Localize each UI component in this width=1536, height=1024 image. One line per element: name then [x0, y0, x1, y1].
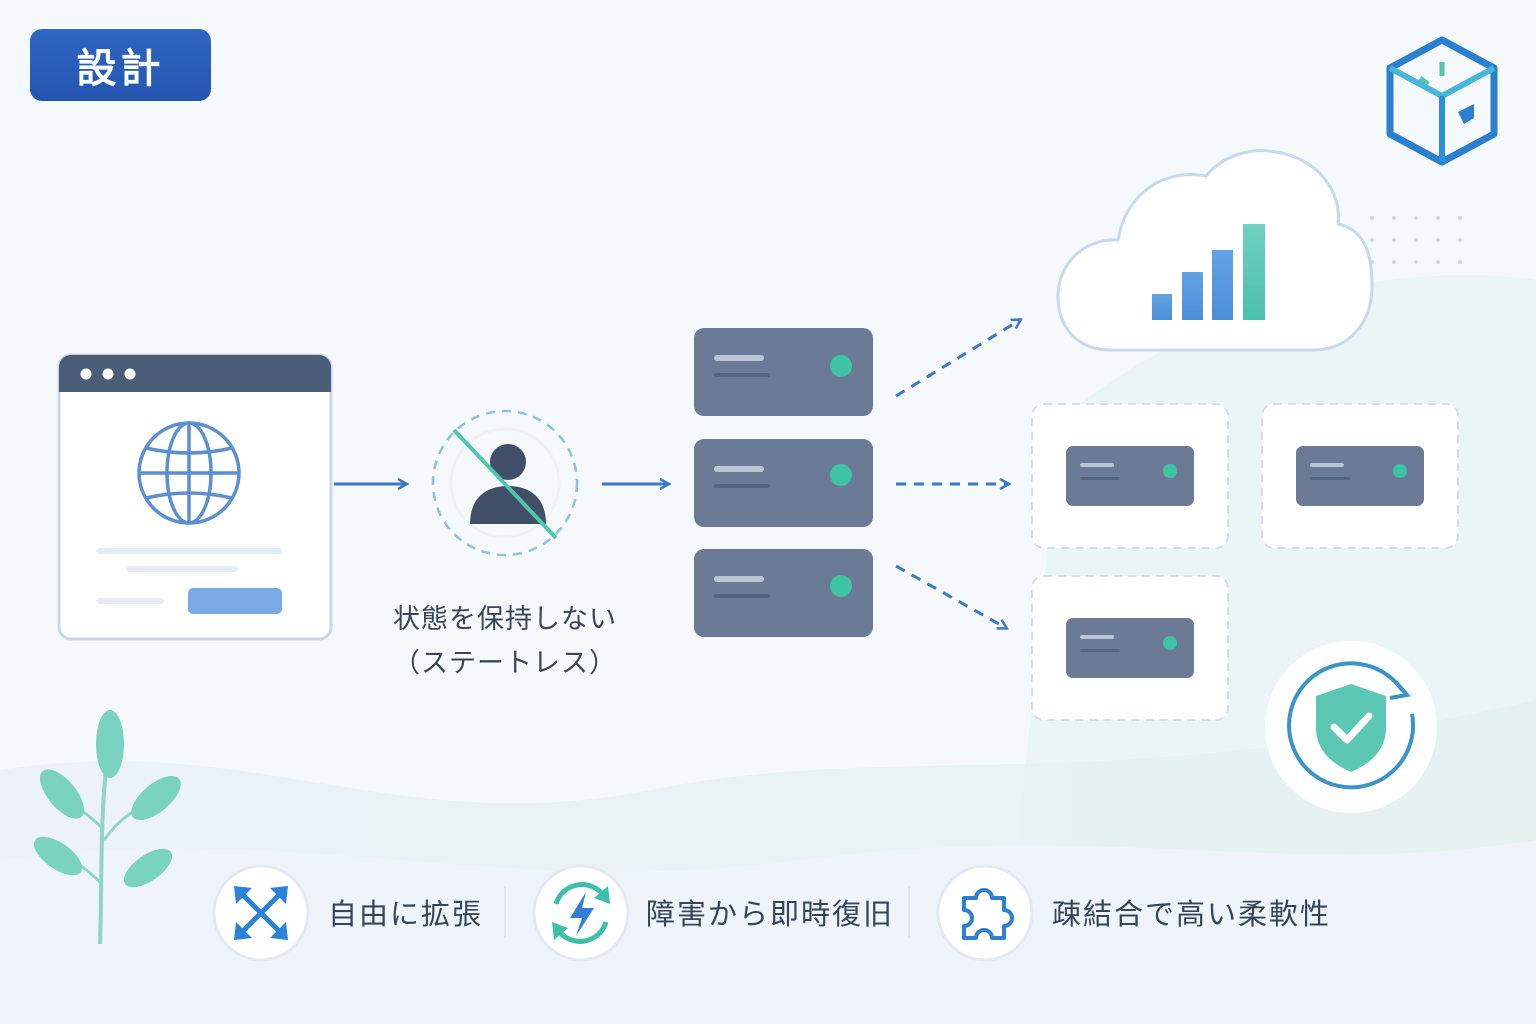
scaled-server-slot — [1031, 575, 1229, 721]
stateless-caption-line2: （ステートレス） — [393, 648, 617, 679]
server-stack — [694, 328, 873, 637]
scaled-server-slot — [1031, 403, 1229, 549]
browser-window — [57, 353, 333, 641]
globe-icon — [137, 421, 241, 525]
plant-leaves-icon — [33, 710, 181, 945]
stateless-caption: 状態を保持しない （ステートレス） — [360, 598, 650, 686]
server-unit — [694, 549, 873, 637]
feature-divider — [504, 886, 506, 938]
expand-arrows-icon — [212, 864, 310, 962]
server-unit — [694, 328, 873, 416]
scaled-server-grid — [1031, 403, 1459, 721]
feature-divider — [908, 886, 910, 938]
design-badge-label: 設計 — [76, 46, 165, 92]
cube-logo-icon — [1386, 36, 1498, 166]
stateless-caption-line1: 状態を保持しない — [393, 604, 617, 635]
cloud-analytics — [1056, 149, 1374, 352]
stateless-user-icon — [431, 409, 579, 557]
feature-label-recovery: 障害から即時復旧 — [646, 897, 895, 931]
feature-label-flexibility: 疎結合で高い柔軟性 — [1052, 897, 1332, 931]
growth-bars-icon — [1152, 224, 1265, 320]
feature-label-scale: 自由に拡張 — [328, 897, 484, 931]
puzzle-piece-icon — [936, 864, 1034, 962]
scaled-server-slot — [1261, 403, 1459, 549]
design-badge: 設計 — [30, 29, 211, 101]
server-unit — [694, 439, 873, 527]
lightning-refresh-icon — [532, 864, 630, 962]
shield-check-icon — [1265, 641, 1437, 813]
